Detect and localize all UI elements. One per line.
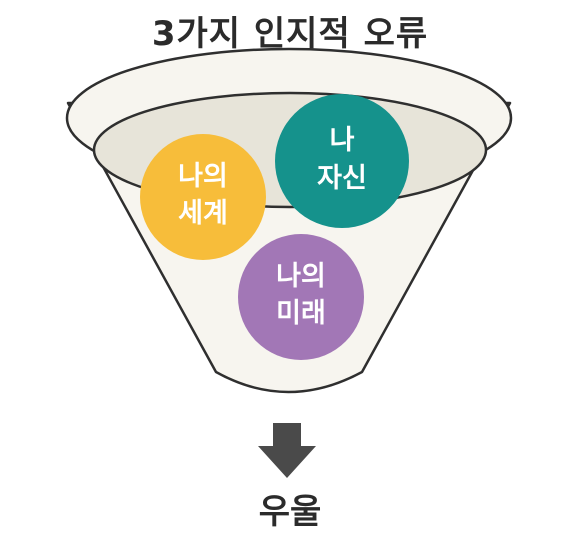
circle-my-future-line2: 미래 xyxy=(276,298,326,329)
circle-my-future-shape xyxy=(238,234,364,360)
circle-my-future: 나의 미래 xyxy=(238,234,364,360)
circle-my-future-line1: 나의 xyxy=(276,261,326,292)
circle-my-world-line1: 나의 xyxy=(178,161,228,192)
circle-my-world-shape xyxy=(140,134,266,260)
arrow-down-icon xyxy=(258,423,316,478)
circle-myself-line2: 자신 xyxy=(317,163,367,194)
circle-myself-shape xyxy=(275,94,409,228)
circle-my-world-line2: 세계 xyxy=(178,198,228,229)
circle-myself-line1: 나 xyxy=(330,125,355,156)
result-label: 우울 xyxy=(258,492,322,532)
circle-my-world: 나의 세계 xyxy=(140,134,266,260)
circle-myself: 나 자신 xyxy=(275,94,409,228)
diagram-title: 3가지 인지적 오류 xyxy=(151,14,429,54)
